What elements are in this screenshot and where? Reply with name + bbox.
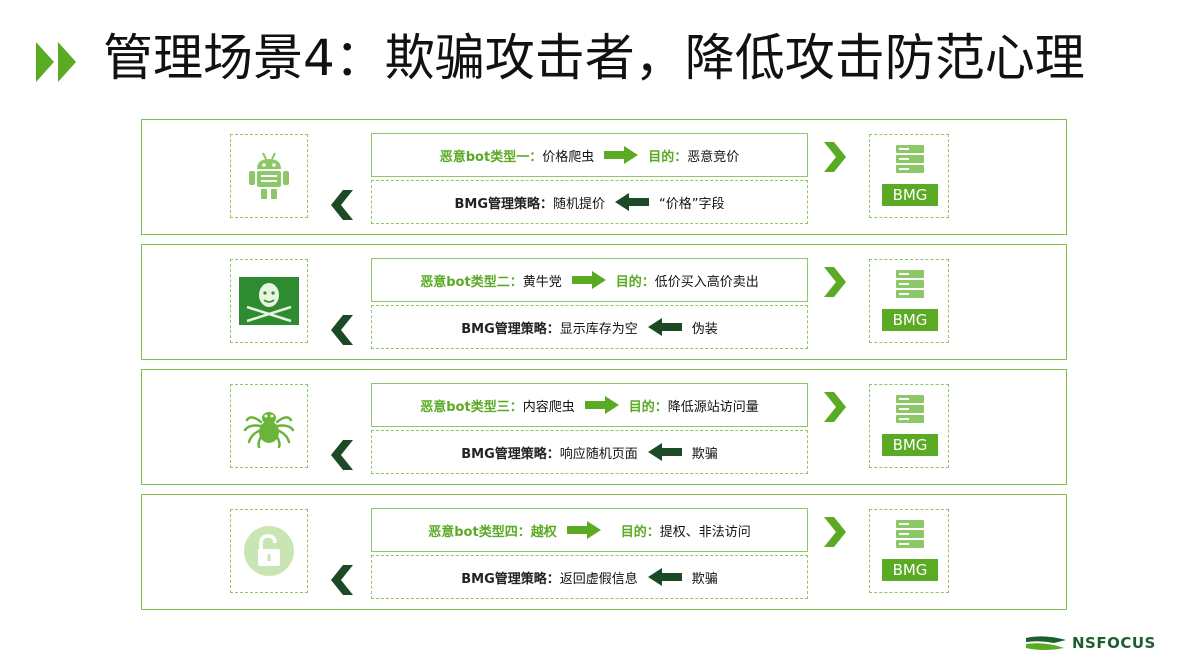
- arrow-right-icon: [604, 146, 639, 164]
- nsfocus-logo-icon: [1026, 636, 1066, 650]
- bot-type-desc: 内容爬虫: [522, 399, 575, 415]
- bot-icon-box: [230, 134, 308, 218]
- bot-type-desc: 黄牛党: [522, 274, 562, 290]
- bmg-label: BMG: [882, 184, 938, 206]
- robot-icon: [249, 152, 289, 199]
- chevron-right-icon: [824, 517, 846, 547]
- nsfocus-logo: NSFOCUS: [1024, 634, 1156, 652]
- scenario-row-4: 恶意bot类型四：越权 目的： 提权、非法访问 BMG管理策略： 返回虚假信息 …: [141, 494, 1067, 610]
- chevron-right-icon: [824, 267, 846, 297]
- chevron-right-icon: [824, 142, 846, 172]
- page-title: 管理场景4：欺骗攻击者，降低攻击防范心理: [103, 29, 1085, 87]
- server-icon: [896, 395, 924, 423]
- goal-desc: 降低源站访问量: [667, 399, 759, 415]
- strategy-label: BMG管理策略：: [461, 321, 560, 337]
- strategy-box: BMG管理策略： 响应随机页面 欺骗: [371, 430, 808, 474]
- bot-type-box: 恶意bot类型三： 内容爬虫 目的： 降低源站访问量: [371, 383, 808, 427]
- spider-icon: [243, 412, 295, 448]
- chevron-left-icon: [331, 440, 353, 470]
- goal-desc: 恶意竞价: [687, 149, 740, 165]
- strategy-desc: 显示库存为空: [559, 321, 638, 337]
- strategy-label: BMG管理策略：: [461, 446, 560, 462]
- strategy-desc: 随机提价: [553, 196, 606, 212]
- arrow-right-icon: [584, 396, 619, 414]
- scenario-row-3: 恶意bot类型三： 内容爬虫 目的： 降低源站访问量 BMG管理策略： 响应随机…: [141, 369, 1067, 485]
- unlock-icon: [244, 526, 294, 576]
- bmg-server-box: BMG: [869, 134, 949, 218]
- bot-type-label: 恶意bot类型三：: [420, 399, 523, 415]
- bot-type-label: 恶意bot类型四：越权: [428, 524, 557, 540]
- arrow-right-icon: [566, 521, 601, 539]
- logo-text: NSFOCUS: [1072, 634, 1156, 652]
- strategy-desc: 返回虚假信息: [559, 571, 638, 587]
- strategy-box: BMG管理策略： 随机提价 “价格”字段: [371, 180, 808, 224]
- bot-icon-box: [230, 384, 308, 468]
- strategy-desc: 响应随机页面: [559, 446, 638, 462]
- arrow-left-icon: [647, 443, 682, 461]
- scenario-row-2: 恶意bot类型二： 黄牛党 目的： 低价买入高价卖出 BMG管理策略： 显示库存…: [141, 244, 1067, 360]
- chevron-left-icon: [331, 315, 353, 345]
- bmg-server-box: BMG: [869, 384, 949, 468]
- effect-text: 伪装: [691, 321, 718, 337]
- scenario-row-1: 恶意bot类型一： 价格爬虫 目的： 恶意竞价 BMG管理策略： 随机提价 “价…: [141, 119, 1067, 235]
- chevron-left-icon: [331, 565, 353, 595]
- goal-desc: 低价买入高价卖出: [654, 274, 759, 290]
- strategy-label: BMG管理策略：: [454, 196, 554, 212]
- server-icon: [896, 520, 924, 548]
- bot-type-box: 恶意bot类型一： 价格爬虫 目的： 恶意竞价: [371, 133, 808, 177]
- goal-label: 目的：: [628, 399, 668, 415]
- chevron-right-icon: [824, 392, 846, 422]
- arrow-right-icon: [571, 271, 606, 289]
- bot-type-box: 恶意bot类型二： 黄牛党 目的： 低价买入高价卖出: [371, 258, 808, 302]
- strategy-label: BMG管理策略：: [461, 571, 560, 587]
- strategy-box: BMG管理策略： 显示库存为空 伪装: [371, 305, 808, 349]
- bmg-server-box: BMG: [869, 259, 949, 343]
- goal-label: 目的：: [620, 524, 660, 540]
- goal-label: 目的：: [648, 149, 688, 165]
- bot-type-label: 恶意bot类型二：: [420, 274, 523, 290]
- arrow-left-icon: [615, 193, 650, 211]
- bmg-label: BMG: [882, 434, 938, 456]
- goal-label: 目的：: [615, 274, 655, 290]
- effect-text: “价格”字段: [659, 196, 725, 212]
- strategy-box: BMG管理策略： 返回虚假信息 欺骗: [371, 555, 808, 599]
- effect-text: 欺骗: [691, 446, 718, 462]
- goal-desc: 提权、非法访问: [659, 524, 751, 540]
- bmg-label: BMG: [882, 309, 938, 331]
- bot-icon-box: [230, 259, 308, 343]
- server-icon: [896, 145, 924, 173]
- arrow-left-icon: [647, 318, 682, 336]
- bmg-label: BMG: [882, 559, 938, 581]
- bot-type-box: 恶意bot类型四：越权 目的： 提权、非法访问: [371, 508, 808, 552]
- pirate-mask-icon: [239, 277, 299, 325]
- bot-icon-box: [230, 509, 308, 593]
- chevron-left-icon: [331, 190, 353, 220]
- effect-text: 欺骗: [691, 571, 718, 587]
- arrow-left-icon: [647, 568, 682, 586]
- bot-type-desc: 价格爬虫: [542, 149, 595, 165]
- server-icon: [896, 270, 924, 298]
- title-arrows-icon: [36, 42, 76, 82]
- bot-type-label: 恶意bot类型一：: [439, 149, 543, 165]
- bmg-server-box: BMG: [869, 509, 949, 593]
